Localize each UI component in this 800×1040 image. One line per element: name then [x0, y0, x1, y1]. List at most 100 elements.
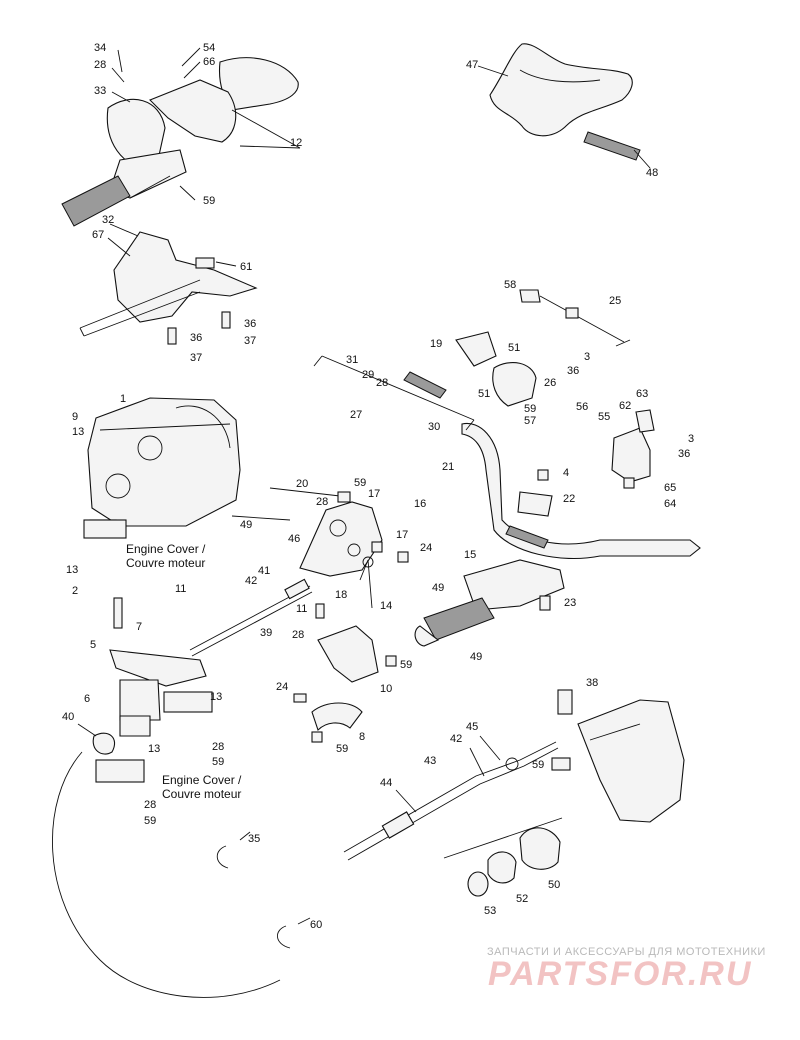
- part-label: 13: [148, 743, 160, 755]
- part-label: 28: [94, 59, 106, 71]
- note-line: Couvre moteur: [162, 787, 241, 801]
- part-label: 57: [524, 415, 536, 427]
- part-label: 14: [380, 600, 392, 612]
- part-label: 23: [564, 597, 576, 609]
- steering-support: [79, 223, 258, 345]
- part-label: 49: [432, 582, 444, 594]
- part-label: 58: [504, 279, 516, 291]
- part-label: 56: [576, 401, 588, 413]
- part-label: 64: [664, 498, 676, 510]
- part-label: 29: [362, 369, 374, 381]
- part-label: 54: [203, 42, 215, 54]
- part-label: 38: [586, 677, 598, 689]
- part-label: 30: [428, 421, 440, 433]
- watermark-logo: PARTSFOR.RU: [488, 955, 752, 993]
- part-label: 59: [336, 743, 348, 755]
- engine-cover-note-1: Engine Cover / Couvre moteur: [126, 542, 206, 570]
- part-label: 11: [296, 603, 307, 615]
- note-line: Engine Cover /: [126, 542, 206, 556]
- part-label: 24: [276, 681, 288, 693]
- part-label: 46: [288, 533, 300, 545]
- part-labels: 34 28 54 66 33 12 59 47 48 32 67 61 36 3…: [62, 42, 694, 931]
- part-label: 33: [94, 85, 106, 97]
- mount-bracket: [52, 519, 281, 998]
- part-label: 15: [464, 549, 476, 561]
- part-label: 37: [244, 335, 256, 347]
- part-label: 10: [380, 683, 392, 695]
- part-label: 17: [396, 529, 408, 541]
- part-label: 28: [212, 741, 224, 753]
- part-label: 36: [244, 318, 256, 330]
- part-label: 31: [346, 354, 358, 366]
- leaders-top-left: [111, 47, 201, 201]
- throttle-lever-group: [313, 289, 631, 431]
- part-label: 28: [316, 496, 328, 508]
- part-label: 36: [190, 332, 202, 344]
- part-label: 13: [66, 564, 78, 576]
- part-label: 22: [563, 493, 575, 505]
- handlebar-cover-assembly: [61, 57, 301, 227]
- part-label: 59: [354, 477, 366, 489]
- part-label: 18: [335, 589, 347, 601]
- part-label: 41: [258, 565, 270, 577]
- part-label: 50: [548, 879, 560, 891]
- part-label: 60: [310, 919, 322, 931]
- note-line: Engine Cover /: [162, 773, 242, 787]
- watermark: ЗАПЧАСТИ И АКСЕССУАРЫ ДЛЯ МОТОТЕХНИКИ PA…: [487, 946, 766, 993]
- part-label: 34: [94, 42, 106, 54]
- part-label: 65: [664, 482, 676, 494]
- steering-cable: [343, 735, 559, 861]
- part-label: 26: [544, 377, 556, 389]
- part-label: 24: [420, 542, 432, 554]
- engine-cover-note-2: Engine Cover / Couvre moteur: [162, 773, 242, 801]
- part-label: 20: [296, 478, 308, 490]
- part-label: 13: [72, 426, 84, 438]
- part-label: 42: [245, 575, 257, 587]
- part-label: 52: [516, 893, 528, 905]
- part-label: 59: [212, 756, 224, 768]
- part-label: 51: [508, 342, 520, 354]
- steering-column: [414, 559, 565, 647]
- part-label: 27: [350, 409, 362, 421]
- part-label: 11: [175, 583, 186, 595]
- part-label: 47: [466, 59, 478, 71]
- part-label: 28: [144, 799, 156, 811]
- jet-pump-housing: [551, 689, 685, 823]
- right-switch-housing: [611, 409, 655, 489]
- bellows-assembly: [443, 817, 563, 897]
- part-label: 32: [102, 214, 114, 226]
- part-label: 59: [144, 815, 156, 827]
- note-line: Couvre moteur: [126, 556, 205, 570]
- part-label: 53: [484, 905, 496, 917]
- part-label: 39: [260, 627, 272, 639]
- part-label: 62: [619, 400, 631, 412]
- part-label: 1: [120, 393, 126, 405]
- part-label: 2: [72, 585, 78, 597]
- part-label: 48: [646, 167, 658, 179]
- part-label: 6: [84, 693, 90, 705]
- watermark-tagline: ЗАПЧАСТИ И АКСЕССУАРЫ ДЛЯ МОТОТЕХНИКИ: [487, 946, 766, 958]
- part-label: 66: [203, 56, 215, 68]
- part-label: 59: [203, 195, 215, 207]
- part-label: 61: [240, 261, 252, 273]
- clamp-8: [293, 693, 363, 743]
- part-label: 3: [688, 433, 694, 445]
- part-label: 36: [567, 365, 579, 377]
- part-label: 45: [466, 721, 478, 733]
- part-label: 3: [584, 351, 590, 363]
- part-label: 21: [442, 461, 454, 473]
- part-label: 42: [450, 733, 462, 745]
- part-label: 19: [430, 338, 442, 350]
- part-label: 13: [210, 691, 222, 703]
- handlebar-pad: [477, 43, 651, 169]
- part-label: 55: [598, 411, 610, 423]
- part-label: 67: [92, 229, 104, 241]
- part-label: 9: [72, 411, 78, 423]
- part-label: 35: [248, 833, 260, 845]
- part-label: 12: [290, 137, 302, 149]
- part-label: 7: [136, 621, 142, 633]
- part-label: 25: [609, 295, 621, 307]
- part-label: 49: [470, 651, 482, 663]
